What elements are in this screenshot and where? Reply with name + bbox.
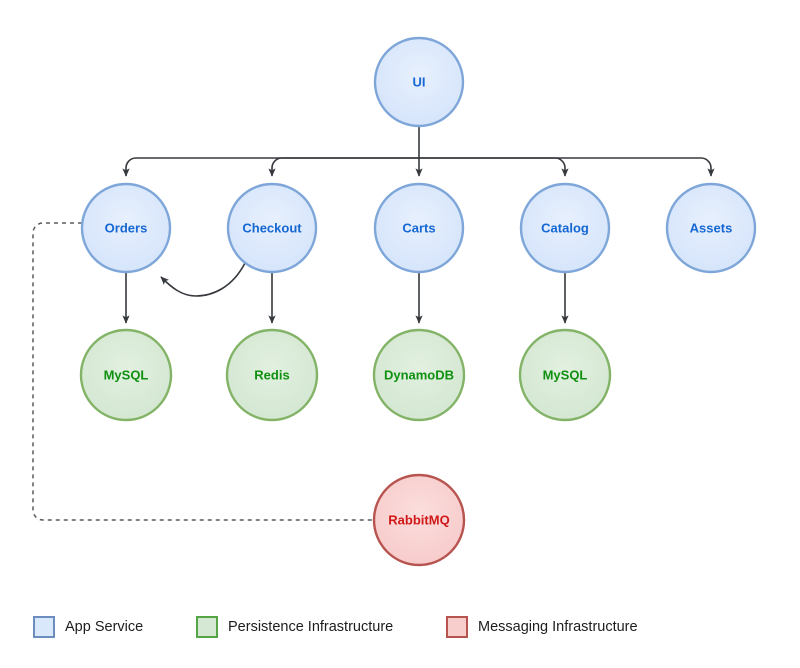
node-catalog-shape[interactable] [519, 182, 611, 274]
node-dynamodb[interactable]: DynamoDB [372, 328, 466, 422]
node-assets-shape[interactable] [665, 182, 757, 274]
node-mysql-orders[interactable]: MySQL [79, 328, 173, 422]
node-ui[interactable]: UI [373, 36, 465, 128]
node-redis-shape[interactable] [225, 328, 319, 422]
legend-label-app-service: App Service [65, 619, 144, 635]
node-redis[interactable]: Redis [225, 328, 319, 422]
node-rabbitmq[interactable]: RabbitMQ [372, 473, 466, 567]
edge-bus-left [122, 157, 419, 177]
node-mysql-catalog[interactable]: MySQL [518, 328, 612, 422]
node-checkout[interactable]: Checkout [226, 182, 318, 274]
legend-item-persistence: Persistence Infrastructure [196, 616, 393, 638]
node-carts[interactable]: Carts [373, 182, 465, 274]
edge-orders-to-rabbitmq [32, 222, 374, 521]
node-layer: UI Orders Checkout Carts Catalog Assets [79, 36, 757, 567]
edge-ui-to-assets [419, 157, 715, 177]
node-orders-shape[interactable] [80, 182, 172, 274]
legend-label-persistence: Persistence Infrastructure [228, 619, 394, 635]
legend-label-messaging: Messaging Infrastructure [478, 619, 638, 635]
edge-ui-to-checkout [268, 157, 419, 177]
node-catalog[interactable]: Catalog [519, 182, 611, 274]
node-carts-shape[interactable] [373, 182, 465, 274]
node-mysql-catalog-shape[interactable] [518, 328, 612, 422]
node-mysql-orders-shape[interactable] [79, 328, 173, 422]
legend-swatch-app-service [33, 616, 55, 638]
legend-swatch-persistence [196, 616, 218, 638]
edge-checkout-to-orders [160, 262, 246, 297]
edge-ui-to-catalog [419, 157, 569, 177]
legend-item-app-service: App Service [33, 616, 143, 638]
legend-swatch-messaging [446, 616, 468, 638]
node-assets[interactable]: Assets [665, 182, 757, 274]
node-orders[interactable]: Orders [80, 182, 172, 274]
node-checkout-shape[interactable] [226, 182, 318, 274]
node-rabbitmq-shape[interactable] [372, 473, 466, 567]
edge-layer [32, 126, 715, 521]
legend-item-messaging: Messaging Infrastructure [446, 616, 638, 638]
node-dynamodb-shape[interactable] [372, 328, 466, 422]
node-ui-shape[interactable] [373, 36, 465, 128]
legend: App Service Persistence Infrastructure M… [0, 604, 800, 658]
